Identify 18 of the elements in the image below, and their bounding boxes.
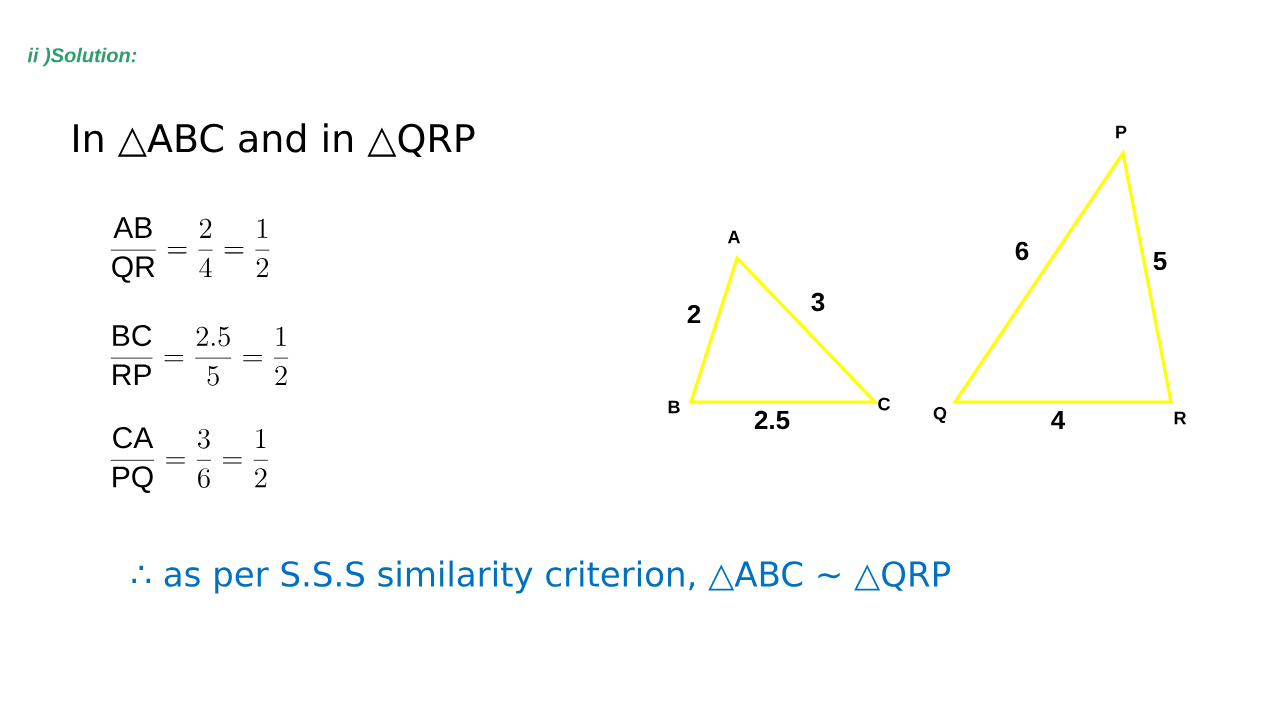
heading-text: In △ABC and in △QRP (74, 123, 475, 157)
side-length: 3 (811, 292, 825, 312)
side-length: 2.5 (754, 410, 790, 430)
ratio-equation: $\frac{\mathrm{BC}}{\mathrm{RP}}=\frac{2.5}{5}=\frac{1}{2}$ (110, 324, 289, 386)
vertex-label: C (878, 397, 890, 411)
vertex-label: P (1116, 125, 1127, 139)
solution-heading: ii )Solution: (27, 47, 137, 67)
side-length: 4 (1051, 411, 1066, 429)
conclusion-text: ∴ as per S.S.S similarity criterion, △ABC ∼ △QRP (132, 560, 950, 594)
side-length: 6 (1015, 241, 1029, 261)
ratio-equation: $\frac{\mathrm{AB}}{\mathrm{QR}}=\frac{2}{4}=\frac{1}{2}$ (110, 217, 270, 283)
vertex-label: Q (933, 406, 947, 424)
vertex-label: B (668, 400, 680, 414)
vertex-label: R (1174, 411, 1187, 425)
side-length: 2 (687, 304, 701, 324)
ratio-equation: $\frac{\mathrm{CA}}{\mathrm{PQ}}=\frac{3}{6}=\frac{1}{2}$ (110, 427, 268, 493)
side-length: 5 (1153, 251, 1167, 271)
vertex-label: A (727, 230, 740, 244)
